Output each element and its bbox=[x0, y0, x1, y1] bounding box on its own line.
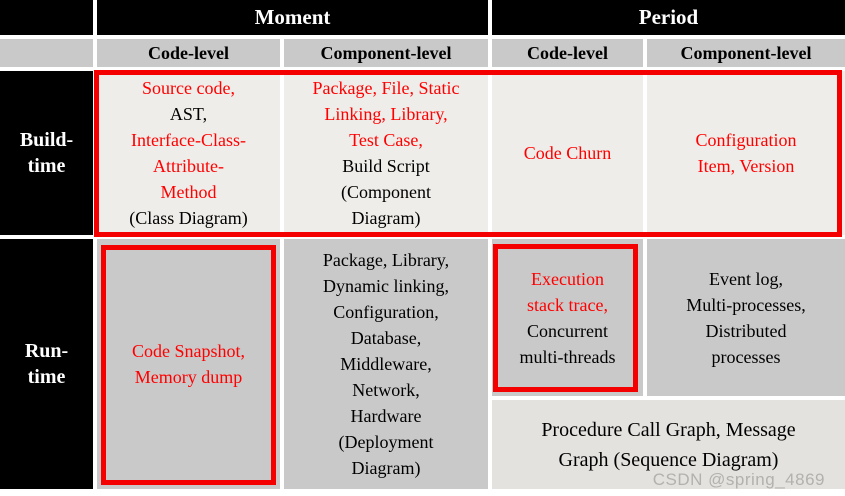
cell-line: Build Script bbox=[342, 156, 430, 176]
header-period: Period bbox=[492, 0, 845, 35]
cell-line: Diagram) bbox=[351, 458, 421, 478]
corner-cell bbox=[0, 0, 93, 35]
cell-line: Procedure Call Graph, Message bbox=[541, 418, 796, 441]
cell-line: Hardware bbox=[350, 406, 422, 426]
cell-line: Test Case, bbox=[349, 130, 423, 150]
cell-run-moment-component: Package, Library, Dynamic linking, Confi… bbox=[284, 239, 488, 489]
header-moment: Moment bbox=[97, 0, 488, 35]
cell-line: Code Churn bbox=[523, 143, 612, 163]
cell-build-period-component: Configuration Item, Version bbox=[647, 71, 845, 235]
cell-run-period-code: Execution stack trace, Concurrent multi-… bbox=[492, 239, 643, 396]
row-header-line: Build- bbox=[19, 129, 74, 151]
cell-line: Dynamic linking, bbox=[323, 276, 449, 296]
cell-line: Configuration, bbox=[333, 302, 439, 322]
cell-run-period-component: Event log, Multi-processes, Distributed … bbox=[647, 239, 845, 396]
cell-line: Database, bbox=[350, 328, 422, 348]
cell-line: Middleware, bbox=[340, 354, 432, 374]
header-moment-label: Moment bbox=[254, 5, 331, 29]
cell-line: (Deployment bbox=[338, 432, 434, 452]
cell-line: Diagram) bbox=[351, 208, 421, 228]
cell-line: Linking, Library, bbox=[324, 104, 448, 124]
cell-build-period-code: Code Churn bbox=[492, 71, 643, 235]
subheader-empty bbox=[0, 39, 93, 67]
row-header-line: time bbox=[27, 366, 66, 388]
cell-line: AST, bbox=[169, 104, 208, 124]
cell-line: Distributed bbox=[705, 320, 787, 341]
subheader-label: Code-level bbox=[527, 42, 608, 63]
cell-line: Attribute- bbox=[153, 156, 224, 176]
watermark: CSDN @spring_4869 bbox=[652, 470, 825, 489]
cell-line: Network, bbox=[352, 380, 420, 400]
subheader-label: Component-level bbox=[320, 42, 452, 63]
row-header-build-time: Build- time bbox=[0, 71, 93, 235]
cell-run-period-merged: Procedure Call Graph, Message Graph (Seq… bbox=[492, 400, 845, 489]
subheader-moment-component-level: Component-level bbox=[284, 39, 488, 67]
cell-line: processes bbox=[711, 346, 781, 367]
cell-line: Package, Library, bbox=[322, 250, 450, 270]
row-header-line: time bbox=[27, 155, 66, 177]
row-header-line: Run- bbox=[24, 340, 69, 362]
cell-line: Multi-processes, bbox=[686, 294, 806, 315]
cell-line: Graph (Sequence Diagram) bbox=[558, 448, 779, 471]
cell-line: Execution bbox=[531, 268, 604, 289]
cell-line: (Component bbox=[341, 182, 431, 202]
cell-line: Method bbox=[160, 182, 217, 202]
cell-line: (Class Diagram) bbox=[129, 208, 248, 228]
cell-line: Code Snapshot, bbox=[131, 341, 245, 361]
subheader-label: Code-level bbox=[148, 42, 229, 63]
cell-line: Event log, bbox=[709, 268, 783, 289]
cell-line: Package, File, Static bbox=[312, 78, 460, 98]
subheader-moment-code-level: Code-level bbox=[97, 39, 280, 67]
cell-line: multi-threads bbox=[519, 346, 616, 367]
cell-line: stack trace, bbox=[527, 294, 608, 315]
cell-line: Concurrent bbox=[527, 320, 608, 341]
cell-line: Item, Version bbox=[697, 156, 795, 176]
header-period-label: Period bbox=[638, 5, 699, 29]
subheader-period-component-level: Component-level bbox=[647, 39, 845, 67]
cell-line: Source code, bbox=[142, 78, 235, 98]
cell-line: Interface-Class- bbox=[131, 130, 246, 150]
subheader-label: Component-level bbox=[680, 42, 812, 63]
row-header-run-time: Run- time bbox=[0, 239, 93, 489]
cell-build-moment-code: Source code, AST, Interface-Class- Attri… bbox=[97, 71, 280, 235]
cell-run-moment-code: Code Snapshot, Memory dump bbox=[97, 239, 280, 489]
cell-line: Memory dump bbox=[134, 367, 243, 387]
cell-build-moment-component: Package, File, Static Linking, Library, … bbox=[284, 71, 488, 235]
cell-line: Configuration bbox=[695, 130, 797, 150]
subheader-period-code-level: Code-level bbox=[492, 39, 643, 67]
